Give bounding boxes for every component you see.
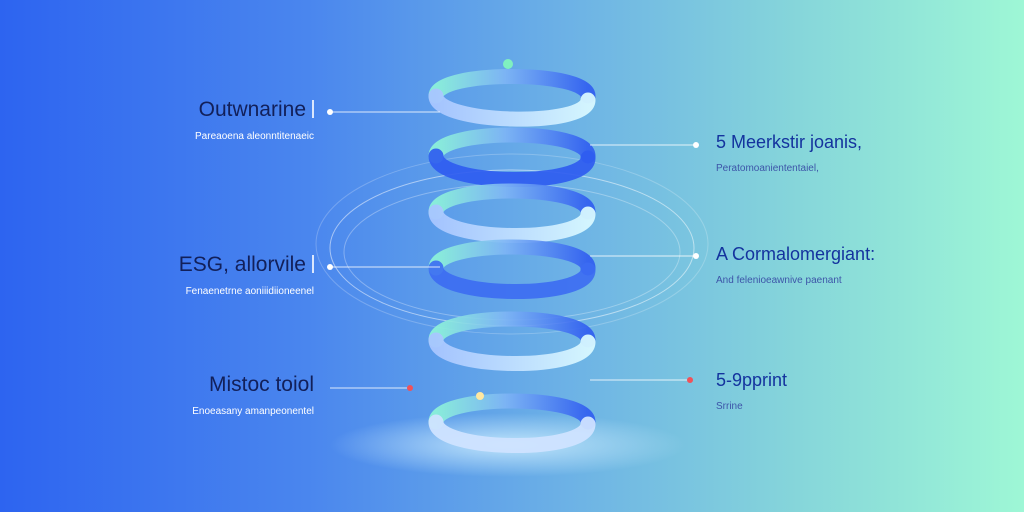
label-right-2-subtitle: And felenioeawnive paenant bbox=[716, 275, 842, 286]
label-right-3: 5-9pprint Srrine bbox=[716, 368, 787, 414]
label-left-3: Mistoc toiol Enoeasany amanpeonentel bbox=[192, 373, 314, 419]
label-right-3-subtitle: Srrine bbox=[716, 401, 743, 412]
connector-lines bbox=[330, 111, 696, 389]
label-right-1-title: 5 Meerkstir joanis, bbox=[716, 132, 863, 152]
label-right-1: 5 Meerkstir joanis, Peratomoaniententaie… bbox=[716, 130, 862, 176]
label-left-1-subtitle: Pareaoena aleonntitenaeic bbox=[195, 131, 314, 142]
label-left-2-title: ESG, allorvile bbox=[178, 253, 306, 276]
helix-top-dot bbox=[503, 59, 513, 69]
helix-coils bbox=[428, 69, 596, 453]
connector-dots bbox=[327, 109, 699, 391]
label-right-1-subtitle: Peratomoaniententaiel, bbox=[716, 163, 819, 174]
helix-bottom-dot bbox=[476, 392, 484, 400]
label-left-3-subtitle: Enoeasany amanpeonentel bbox=[192, 406, 314, 417]
label-left-3-title: Mistoc toiol bbox=[208, 373, 314, 396]
label-right-2-title: A Cormalomergiant: bbox=[716, 244, 876, 264]
label-left-2: ESG, allorvile Fenaenetrne aoniiidiionee… bbox=[179, 253, 314, 299]
label-left-1: Outwnarine Pareaoena aleonntitenaeic bbox=[195, 98, 314, 144]
label-left-2-subtitle: Fenaenetrne aoniiidiioneenel bbox=[185, 286, 314, 297]
label-right-3-title: 5-9pprint bbox=[716, 370, 788, 390]
label-right-2: A Cormalomergiant: And felenioeawnive pa… bbox=[716, 242, 875, 288]
label-left-1-title: Outwnarine bbox=[198, 98, 306, 121]
